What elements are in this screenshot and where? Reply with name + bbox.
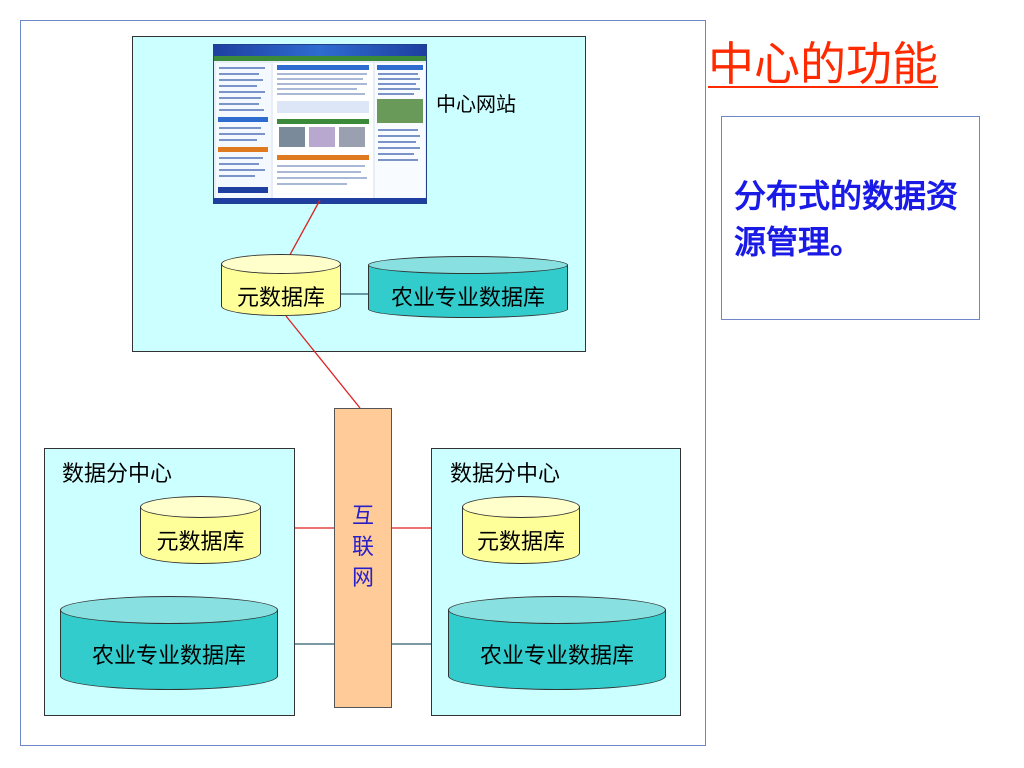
center-meta-db: 元数据库 (221, 254, 341, 316)
internet-char-1: 互 (351, 504, 374, 529)
left-agri-db-label: 农业专业数据库 (91, 644, 246, 669)
website-nav-bar (214, 56, 426, 61)
left-meta-db: 元数据库 (140, 496, 261, 564)
center-agri-db: 农业专业数据库 (368, 256, 568, 318)
website-right-column (375, 63, 425, 199)
link-website-to-metadb (285, 199, 321, 263)
internet-char-2: 联 (351, 535, 374, 560)
website-main-column (273, 63, 373, 199)
website-label: 中心网站 (436, 92, 516, 116)
right-agri-db-label: 农业专业数据库 (479, 644, 634, 669)
right-meta-db-label: 元数据库 (476, 530, 565, 555)
right-agri-db: 农业专业数据库 (448, 596, 666, 690)
internet-label: 互 联 网 (335, 501, 391, 594)
website-header-bar (214, 45, 426, 56)
website-screenshot (213, 44, 427, 204)
note-box: 分布式的数据资源管理。 (721, 116, 980, 320)
note-text: 分布式的数据资源管理。 (734, 177, 959, 261)
sub-center-left-title: 数据分中心 (62, 462, 173, 487)
link-center-to-internet (285, 315, 361, 409)
sub-center-right-title: 数据分中心 (450, 462, 561, 487)
slide-title: 中心的功能 (708, 37, 938, 91)
internet-bar: 互 联 网 (334, 408, 392, 708)
left-agri-db: 农业专业数据库 (60, 596, 278, 690)
left-meta-db-label: 元数据库 (156, 530, 245, 555)
website-left-column (216, 63, 271, 199)
center-meta-db-label: 元数据库 (236, 286, 325, 311)
internet-char-3: 网 (351, 566, 374, 591)
right-meta-db: 元数据库 (462, 496, 580, 564)
slide-frame (20, 20, 706, 746)
center-agri-db-label: 农业专业数据库 (390, 286, 545, 311)
